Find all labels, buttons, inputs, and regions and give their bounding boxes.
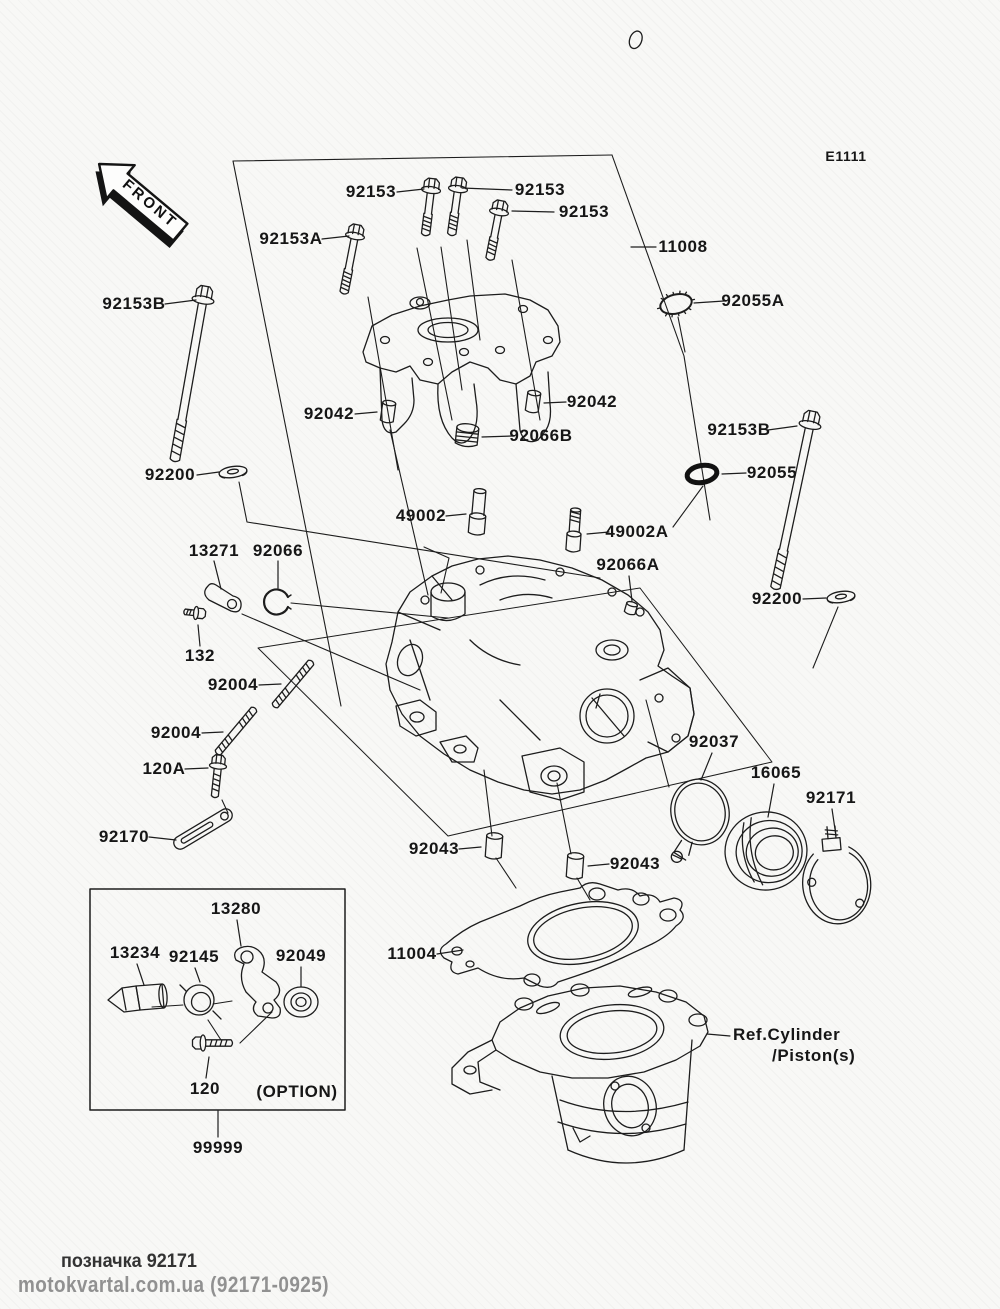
part-label: 13234 bbox=[109, 943, 161, 962]
bolt-92153a bbox=[339, 223, 365, 295]
lever-13271 bbox=[204, 583, 242, 613]
bolt-92153-3 bbox=[485, 199, 509, 261]
part-label: 92153B bbox=[102, 294, 166, 313]
dowel-92043-left bbox=[484, 832, 504, 860]
washer-92200-left bbox=[218, 465, 248, 479]
part-label: 92042 bbox=[303, 404, 355, 423]
part-label: 92153A bbox=[259, 229, 323, 248]
dowel-92043-right bbox=[565, 852, 585, 880]
boot-16065 bbox=[724, 811, 808, 891]
part-label: 92171 bbox=[805, 788, 857, 807]
part-label: 92037 bbox=[688, 732, 740, 751]
bracket-92170 bbox=[173, 808, 233, 850]
stud-92004-lower bbox=[214, 706, 258, 756]
cylinder-head-drawing bbox=[385, 30, 695, 801]
part-label: 120 bbox=[189, 1079, 221, 1098]
part-label: 92043 bbox=[609, 854, 661, 873]
watermark-site: motokvartal.com.ua (92171-0925) bbox=[18, 1272, 329, 1297]
part-label: 92043 bbox=[408, 839, 460, 858]
snap-ring-92066 bbox=[262, 588, 292, 616]
part-label: 92153 bbox=[558, 202, 610, 221]
leader-lines bbox=[136, 187, 837, 1138]
part-label: 92049 bbox=[275, 946, 327, 965]
cam-cap-drawing bbox=[362, 293, 561, 444]
gasket-11004-drawing bbox=[439, 882, 684, 988]
part-label: 49002A bbox=[605, 522, 669, 541]
part-label: 92004 bbox=[150, 723, 202, 742]
part-label: /Piston(s) bbox=[772, 1046, 856, 1065]
part-label: 92170 bbox=[98, 827, 150, 846]
bolt-92153-1 bbox=[420, 177, 442, 237]
clamp-92037 bbox=[670, 778, 730, 863]
seal-92049 bbox=[283, 986, 319, 1018]
part-label: 92055A bbox=[721, 291, 785, 310]
oring-92055 bbox=[684, 462, 720, 486]
part-label: E1111 bbox=[825, 148, 867, 164]
part-label: 11004 bbox=[387, 944, 437, 963]
stud-92004-upper bbox=[271, 659, 315, 709]
part-label: 92153B bbox=[707, 420, 771, 439]
lever-13280 bbox=[234, 945, 281, 1019]
bucket-92066b bbox=[454, 423, 480, 448]
cylinder-ref-drawing bbox=[451, 983, 709, 1164]
part-label: 120A bbox=[142, 759, 186, 778]
part-label: 92066B bbox=[509, 426, 573, 445]
part-label: 92153 bbox=[514, 180, 566, 199]
part-label: 92042 bbox=[566, 392, 618, 411]
washer-92200-right bbox=[826, 590, 856, 604]
part-label: 92055 bbox=[746, 463, 798, 482]
front-arrow-icon bbox=[95, 162, 189, 248]
bolt-92153b-left bbox=[169, 284, 215, 463]
sensor-13234 bbox=[107, 983, 168, 1013]
part-label: (OPTION) bbox=[256, 1082, 338, 1101]
part-label: 92153 bbox=[345, 182, 397, 201]
bolt-92153-2 bbox=[446, 176, 469, 237]
frame-lines bbox=[221, 154, 839, 901]
ring-92055a bbox=[656, 290, 696, 318]
bolt-120 bbox=[191, 1034, 234, 1052]
bolt-92153b-right bbox=[770, 409, 822, 591]
part-label: 13271 bbox=[188, 541, 240, 560]
part-label: 49002 bbox=[395, 506, 447, 525]
option-box bbox=[89, 888, 346, 1111]
watermark-caption: позначка 92171 bbox=[61, 1251, 197, 1272]
dowel-92042-right bbox=[524, 389, 542, 414]
part-label: 92004 bbox=[207, 675, 259, 694]
part-label: 92145 bbox=[168, 947, 220, 966]
part-label: 16065 bbox=[750, 763, 802, 782]
clamp-92171 bbox=[802, 825, 872, 925]
bolt-120a bbox=[208, 754, 228, 799]
part-label: 13280 bbox=[210, 899, 262, 918]
part-label: 99999 bbox=[192, 1138, 244, 1157]
part-label: 92066A bbox=[596, 555, 660, 574]
valve-guide-49002a bbox=[565, 507, 582, 553]
screw-132 bbox=[183, 605, 207, 621]
part-label: 92066 bbox=[252, 541, 304, 560]
part-label: 92200 bbox=[751, 589, 803, 608]
part-label: 92200 bbox=[144, 465, 196, 484]
part-label: Ref.Cylinder bbox=[733, 1025, 841, 1044]
part-label: 11008 bbox=[658, 237, 708, 256]
valve-guide-49002 bbox=[467, 487, 487, 536]
part-label: 132 bbox=[184, 646, 216, 665]
spring-92145 bbox=[179, 984, 222, 1020]
